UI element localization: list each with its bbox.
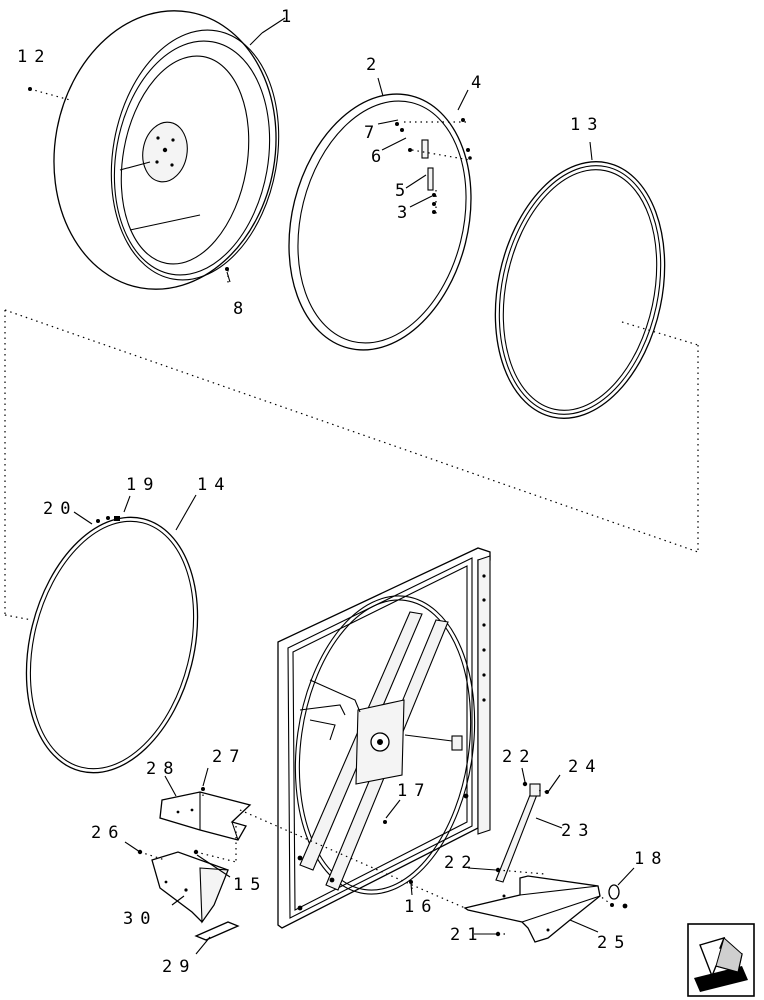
rod-23 <box>495 783 541 883</box>
callout-14: 14 <box>197 475 231 495</box>
callout-19: 19 <box>126 475 160 495</box>
callout-26: 26 <box>91 823 125 843</box>
alignment-lines <box>4 88 699 935</box>
bracket-25 <box>463 875 601 943</box>
callout-23: 23 <box>561 821 595 841</box>
callout-5: 5 <box>395 181 412 201</box>
inner-ring <box>288 93 472 351</box>
band-ring <box>494 161 666 419</box>
callout-12: 12 <box>17 47 51 67</box>
callout-7: 7 <box>364 123 381 143</box>
bracket-28 <box>159 791 252 841</box>
callout-22-upper: 22 <box>502 747 536 767</box>
clip-18 <box>608 884 620 900</box>
callout-8: 8 <box>233 299 250 319</box>
callout-18: 18 <box>634 849 668 869</box>
callout-27: 27 <box>212 747 246 767</box>
callout-29: 29 <box>162 957 196 977</box>
callout-17: 17 <box>397 781 431 801</box>
drum-housing <box>53 10 280 290</box>
callout-4: 4 <box>471 73 488 93</box>
fan-frame <box>277 547 491 929</box>
callout-6: 6 <box>371 147 388 167</box>
callout-3: 3 <box>397 203 414 223</box>
callout-30: 30 <box>123 909 157 929</box>
callout-15: 15 <box>233 875 267 895</box>
callout-1: 1 <box>281 7 298 27</box>
leader-lines <box>73 17 635 955</box>
callout-2: 2 <box>366 55 383 75</box>
bracket-30 <box>151 851 229 924</box>
callout-13: 13 <box>570 115 604 135</box>
callout-16: 16 <box>404 897 438 917</box>
part-29 <box>194 921 240 941</box>
callouts: 1 2 3 4 5 6 7 8 12 13 14 15 16 17 18 19 … <box>17 7 668 977</box>
next-page-button[interactable] <box>687 923 755 997</box>
callout-22-lower: 22 <box>444 853 478 873</box>
callout-24: 24 <box>568 757 602 777</box>
callout-21: 21 <box>450 925 484 945</box>
callout-28: 28 <box>146 759 180 779</box>
next-page-arrow-icon <box>694 936 748 992</box>
large-ring <box>25 516 199 774</box>
callout-20: 20 <box>43 499 77 519</box>
callout-25: 25 <box>597 933 631 953</box>
